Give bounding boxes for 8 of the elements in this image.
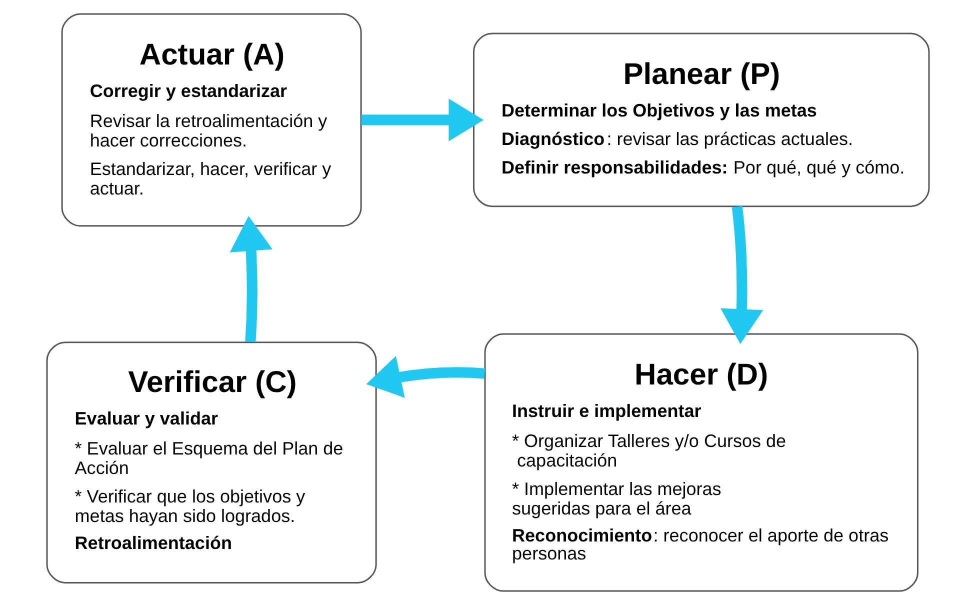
node-box: Actuar (A) Corregir y estandarizar Revisar la retroalimentación y hacer correcciones. Estandarizar, hacer, verificar y actuar.: [61, 13, 362, 227]
arrow: [230, 216, 272, 342]
node-box: Planear (P) Determinar los Objetivos y las metas Diagnóstico: revisar las prácticas actuales. Definir responsabilidades: Por qué, qué y cómo.: [472, 32, 930, 208]
node-box: Hacer (D) Instruir e implementar * Organizar Talleres y/o Cursos de capacitación * Implementar las mejoras sugeridas para el área Reconocimiento: reconocer el aporte de otras personas: [484, 333, 918, 592]
arrow: [720, 206, 764, 344]
arrow: [361, 98, 484, 142]
node-box: Verificar (C) Evaluar y validar * Evaluar el Esquema del Plan de Acción * Verificar que los objetivos y metas hayan sido logrados. Retroalimentación: [46, 342, 377, 584]
arrow: [366, 356, 486, 398]
